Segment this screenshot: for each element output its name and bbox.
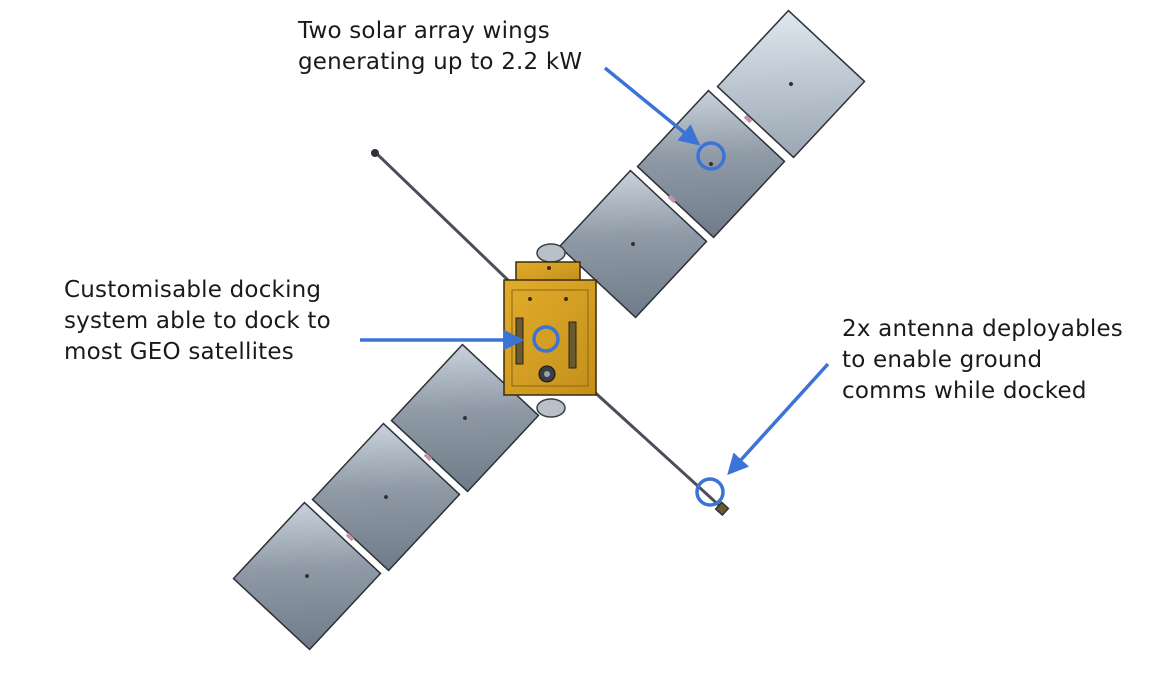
pointer-solar-arrays: [603, 66, 726, 171]
docking-mechanism-right: [568, 321, 577, 369]
panel-hinge-lower-b: [345, 532, 355, 542]
solar-panel-upper-3: [716, 9, 866, 159]
callout-solar-arrays: Two solar array wings generating up to 2…: [298, 16, 582, 78]
solar-array-wing-upper: [558, 9, 866, 319]
callout-line: Two solar array wings: [298, 18, 550, 44]
pointer-docking-system: [360, 325, 560, 353]
callout-line: 2x antenna deployables: [842, 316, 1123, 342]
antenna-boom-lower: [588, 386, 730, 517]
solar-panel-lower-3: [232, 501, 382, 651]
callout-line: generating up to 2.2 kW: [298, 49, 583, 75]
callout-line: system able to dock to: [64, 308, 331, 334]
callout-line: to enable ground: [842, 347, 1043, 373]
panel-hinge-upper-b: [667, 194, 677, 204]
solar-array-wing-lower: [232, 343, 540, 651]
panel-hinge-upper-a: [743, 114, 753, 124]
callout-antenna-deployables: 2x antenna deployables to enable ground …: [842, 314, 1123, 407]
callout-line: most GEO satellites: [64, 339, 294, 365]
callout-line: Customisable docking: [64, 277, 322, 303]
callout-docking-system: Customisable docking system able to dock…: [64, 275, 331, 368]
antenna-boom-upper: [371, 149, 512, 284]
panel-hinge-lower-a: [423, 452, 433, 462]
spacecraft-bus: [503, 243, 597, 418]
pointer-antenna: [695, 362, 830, 507]
callout-line: comms while docked: [842, 378, 1087, 404]
